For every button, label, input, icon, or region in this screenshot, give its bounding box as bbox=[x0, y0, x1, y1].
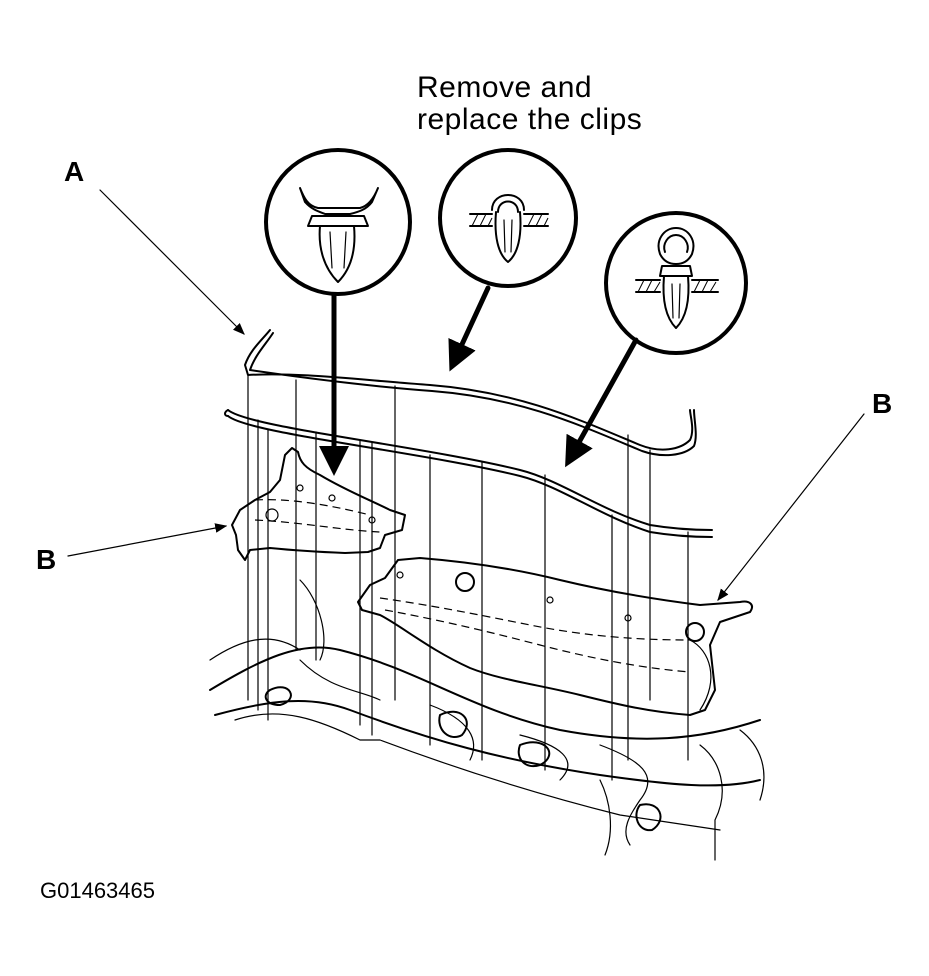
clip-arrows bbox=[319, 285, 639, 476]
instruction-line-1: Remove and bbox=[417, 71, 593, 104]
figure-id: G01463465 bbox=[40, 878, 155, 903]
vehicle-body-structure bbox=[209, 579, 765, 861]
ring-clip-detail bbox=[604, 211, 748, 355]
trim-clip-detail bbox=[438, 148, 578, 288]
callout-label-b-left: B bbox=[36, 544, 57, 575]
cowl-cover-left bbox=[231, 447, 406, 561]
cowl-cover-right bbox=[357, 557, 753, 716]
instruction-text: Remove and replace the clips bbox=[417, 72, 642, 136]
weatherstrip-front bbox=[224, 409, 713, 538]
push-clip-detail bbox=[264, 148, 412, 296]
clip-guide-lines bbox=[247, 374, 689, 781]
instruction-line-2: replace the clips bbox=[417, 103, 643, 136]
callout-leaders bbox=[67, 189, 865, 601]
callout-label-b-right: B bbox=[872, 388, 893, 419]
callout-label-a: A bbox=[64, 156, 85, 187]
